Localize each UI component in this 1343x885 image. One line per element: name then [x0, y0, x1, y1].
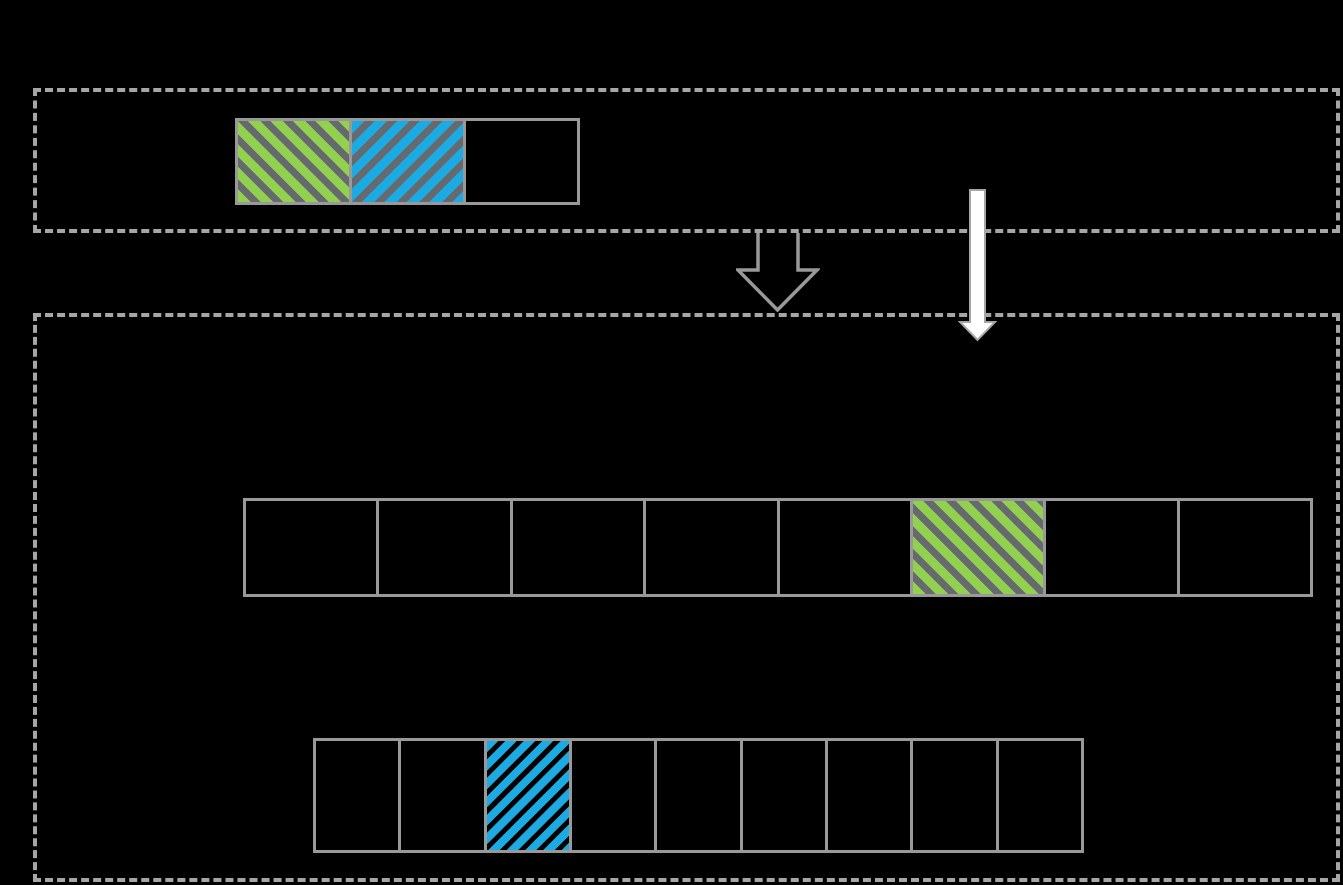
bottom-dashed-region: [33, 313, 1340, 882]
top-dashed-region: [33, 88, 1340, 233]
empty-cell: [513, 501, 647, 594]
empty-cell: [657, 741, 743, 850]
empty-cell: [743, 741, 828, 850]
item-row: [235, 118, 580, 205]
down-arrow-outline-icon: [736, 233, 820, 312]
green-hatch-cell: [912, 501, 1047, 594]
empty-cell: [1180, 501, 1310, 594]
empty-cell: [828, 741, 914, 850]
empty-cell: [999, 741, 1081, 850]
table-row-a: [243, 498, 1313, 597]
blue-hatch-dark-cell: [486, 741, 572, 850]
down-arrow-solid-icon: [957, 189, 998, 342]
empty-cell: [379, 501, 513, 594]
empty-cell: [316, 741, 402, 850]
empty-cell: [780, 501, 913, 594]
empty-cell: [401, 741, 487, 850]
empty-cell: [466, 121, 577, 202]
empty-cell: [1046, 501, 1180, 594]
empty-cell: [913, 741, 999, 850]
empty-cell: [572, 741, 658, 850]
empty-cell: [246, 501, 380, 594]
blue-hatch-cell: [352, 121, 466, 202]
table-row-b: [313, 738, 1084, 853]
empty-cell: [646, 501, 780, 594]
green-hatch-cell: [238, 121, 352, 202]
